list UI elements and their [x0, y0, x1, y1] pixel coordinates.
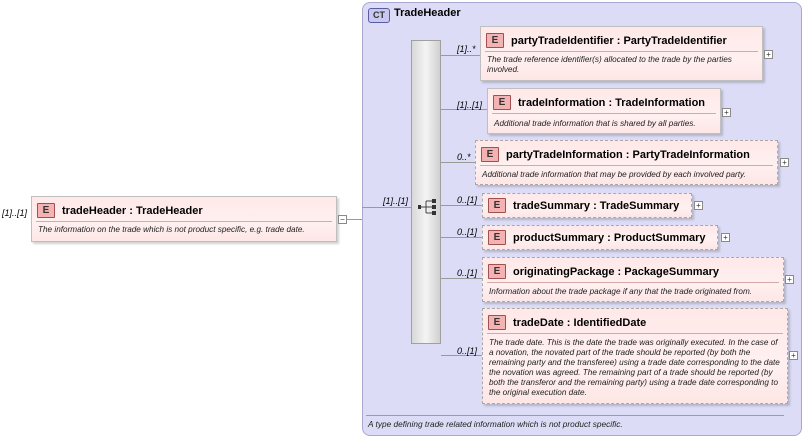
element-description: Information about the trade package if a… — [489, 287, 753, 296]
element-badge: E — [488, 198, 506, 213]
sequence-multiplicity: [1]..[1] — [383, 196, 409, 206]
element-badge: E — [493, 95, 511, 110]
element-name: partyTradeIdentifier : PartyTradeIdentif… — [511, 34, 727, 47]
element-party-trade-identifier[interactable]: E partyTradeIdentifier : PartyTradeIdent… — [480, 26, 763, 81]
element-trade-summary[interactable]: E tradeSummary : TradeSummary — [482, 193, 692, 218]
element-name: tradeInformation : TradeInformation — [518, 96, 706, 109]
element-name: partyTradeInformation : PartyTradeInform… — [506, 148, 750, 161]
element-badge: E — [488, 230, 506, 245]
element-badge: E — [488, 264, 506, 279]
expand-icon[interactable]: + — [721, 233, 730, 242]
element-trade-header[interactable]: E tradeHeader : TradeHeader The informat… — [31, 196, 337, 242]
child-multiplicity: [1]..* — [457, 44, 476, 54]
element-description: Additional trade information that may be… — [482, 170, 746, 179]
element-name: productSummary : ProductSummary — [513, 231, 706, 244]
child-multiplicity: 0..[1] — [457, 346, 478, 356]
expand-icon[interactable]: + — [789, 351, 798, 360]
element-name: originatingPackage : PackageSummary — [513, 265, 720, 278]
child-multiplicity: 0..* — [457, 152, 471, 162]
child-multiplicity: 0..[1] — [457, 227, 478, 237]
element-name: tradeSummary : TradeSummary — [513, 199, 680, 212]
element-badge: E — [481, 147, 499, 162]
element-trade-date[interactable]: E tradeDate : IdentifiedDate The trade d… — [482, 308, 788, 404]
child-multiplicity: 0..[1] — [457, 195, 478, 205]
expand-icon[interactable]: + — [764, 50, 773, 59]
expand-icon[interactable]: + — [780, 158, 789, 167]
complex-type-title: TradeHeader — [394, 7, 461, 19]
child-multiplicity: 0..[1] — [457, 268, 478, 278]
root-multiplicity: [1]..[1] — [2, 208, 28, 218]
expand-icon[interactable]: + — [694, 201, 703, 210]
complex-type-badge: CT — [368, 8, 390, 23]
element-description: The information on the trade which is no… — [38, 225, 305, 234]
element-product-summary[interactable]: E productSummary : ProductSummary — [482, 225, 718, 250]
element-badge: E — [37, 203, 55, 218]
element-description: Additional trade information that is sha… — [494, 119, 696, 128]
element-badge: E — [488, 315, 506, 330]
child-multiplicity: [1]..[1] — [457, 100, 483, 110]
element-name: tradeHeader : TradeHeader — [62, 204, 203, 217]
collapse-toggle-icon[interactable]: − — [338, 215, 347, 224]
expand-icon[interactable]: + — [722, 108, 731, 117]
complex-type-footer: A type defining trade related informatio… — [368, 419, 623, 429]
sequence-icon — [418, 199, 436, 215]
element-description: The trade date. This is the date the tra… — [489, 338, 780, 397]
element-name: tradeDate : IdentifiedDate — [513, 316, 647, 329]
expand-icon[interactable]: + — [785, 275, 794, 284]
element-trade-information[interactable]: E tradeInformation : TradeInformation Ad… — [487, 88, 721, 134]
element-party-trade-information[interactable]: E partyTradeInformation : PartyTradeInfo… — [475, 140, 778, 185]
element-description: The trade reference identifier(s) alloca… — [487, 55, 732, 74]
element-originating-package[interactable]: E originatingPackage : PackageSummary In… — [482, 257, 784, 302]
element-badge: E — [486, 33, 504, 48]
sequence-compositor — [411, 40, 441, 344]
